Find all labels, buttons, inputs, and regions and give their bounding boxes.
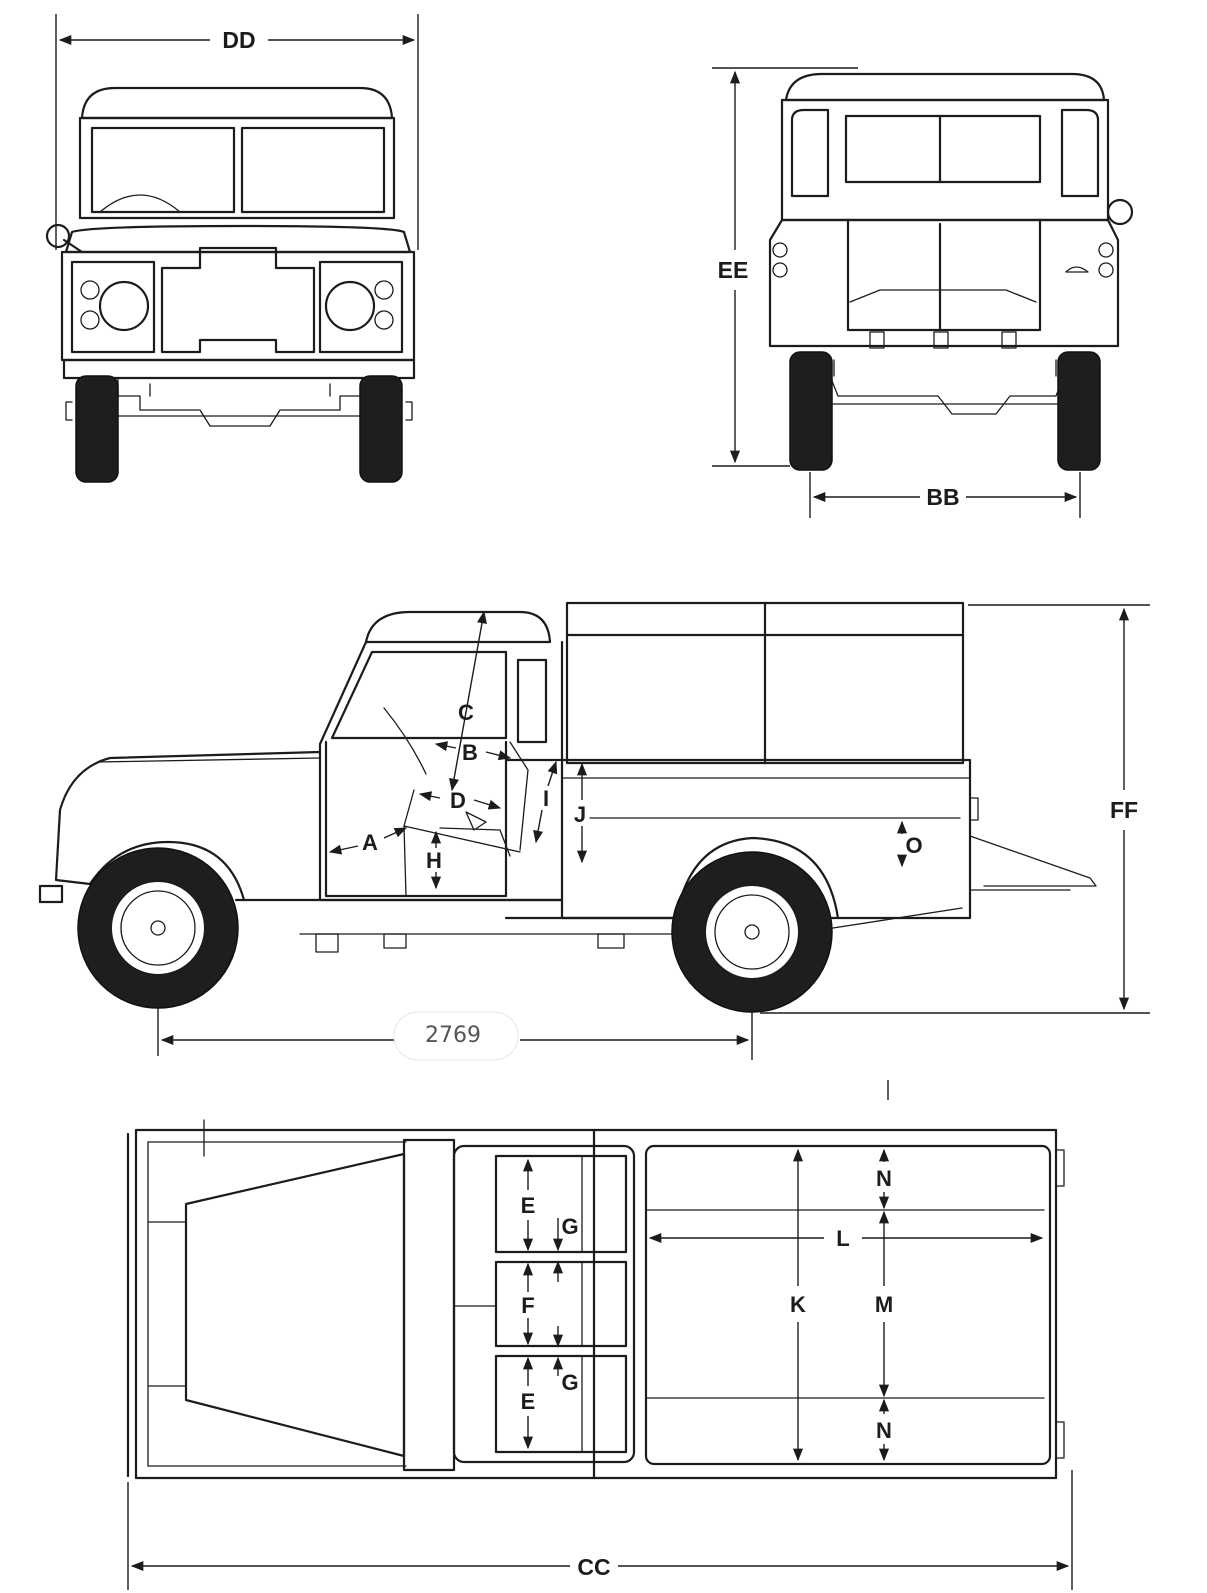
label-g-top: G — [561, 1214, 578, 1239]
side-view — [38, 601, 1097, 1013]
label-m: M — [875, 1292, 893, 1317]
label-o: O — [905, 833, 922, 858]
label-j: J — [574, 802, 586, 827]
label-a: A — [362, 830, 378, 855]
label-ff: FF — [1110, 797, 1138, 823]
dimension-labels: DD EE BB FF CC A B C D H I J O E F E G G… — [222, 27, 1138, 1580]
wheelbase-badge — [393, 1011, 519, 1061]
label-d: D — [450, 788, 466, 813]
label-h: H — [426, 848, 442, 873]
label-ee: EE — [718, 257, 749, 283]
label-i: I — [543, 786, 549, 811]
wheelbase-value: 2769 — [425, 1023, 481, 1048]
label-e-bottom: E — [521, 1389, 536, 1414]
label-n-bottom: N — [876, 1418, 892, 1443]
label-l: L — [836, 1226, 849, 1251]
label-f: F — [521, 1293, 534, 1318]
rear-view — [768, 72, 1134, 471]
label-e-top: E — [521, 1193, 536, 1218]
label-n-top: N — [876, 1166, 892, 1191]
label-b: B — [462, 740, 478, 765]
label-bb: BB — [926, 484, 959, 510]
label-g-bottom: G — [561, 1370, 578, 1395]
front-view — [45, 86, 416, 483]
label-cc: CC — [577, 1554, 610, 1580]
label-k: K — [790, 1292, 806, 1317]
label-c: C — [458, 700, 474, 725]
plan-view — [126, 1119, 1065, 1480]
dimension-lines — [55, 14, 1150, 1590]
label-dd: DD — [222, 27, 255, 53]
